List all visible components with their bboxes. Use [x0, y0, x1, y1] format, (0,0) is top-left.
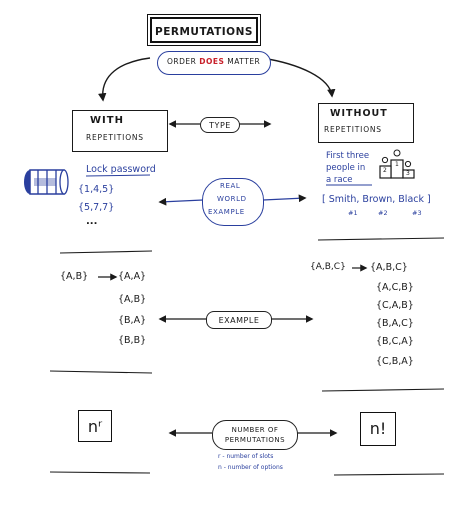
right-result-5: {B,C,A}: [376, 336, 414, 347]
race-rank-2: #2: [378, 209, 388, 217]
divider-right-1: [317, 237, 445, 241]
left-result-1: {A,A}: [118, 271, 147, 282]
subtitle-post: MATTER: [227, 57, 261, 66]
legend-n: n - number of options: [218, 464, 283, 471]
right-input-set: {A,B,C}: [310, 262, 346, 272]
left-example-line-3: ...: [86, 216, 98, 227]
with-repetitions-box: [72, 110, 168, 152]
left-header-2: REPETITIONS: [86, 133, 144, 142]
podium-number-2: 2: [383, 167, 387, 174]
subtitle-oval: [157, 51, 271, 75]
real-world-2: WORLD: [217, 195, 247, 203]
race-rank-1: #1: [348, 209, 358, 217]
count-tag-line-1: NUMBER OF: [231, 426, 279, 434]
example-tag-label: EXAMPLE: [218, 316, 260, 325]
lock-icon: [24, 169, 69, 195]
real-world-1: REAL: [220, 182, 241, 190]
title-box: PERMUTATIONS: [147, 14, 261, 46]
page-title: PERMUTATIONS: [155, 26, 253, 38]
podium-number-1: 1: [395, 161, 399, 168]
race-names: [ Smith, Brown, Black ]: [322, 194, 431, 205]
right-result-6: {C,B,A}: [376, 356, 414, 367]
left-result-2: {A,B}: [118, 294, 147, 305]
count-tag: NUMBER OF PERMUTATIONS: [212, 420, 298, 450]
race-label-1: First three: [326, 151, 370, 161]
example-tag: EXAMPLE: [206, 311, 272, 329]
left-input-set: {A,B}: [60, 271, 89, 282]
left-header-1: WITH: [90, 115, 124, 126]
left-formula: nʳ: [87, 417, 103, 436]
branch-arrow-right: [261, 57, 336, 98]
right-formula: n!: [369, 419, 387, 438]
left-formula-box: nʳ: [78, 410, 112, 442]
left-result-3: {B,A}: [118, 315, 147, 326]
left-example-line-1: {1,4,5}: [78, 184, 115, 195]
divider-left-2: [49, 370, 153, 374]
lock-password-label: Lock password: [86, 164, 156, 175]
lock-password-underline: [85, 174, 151, 177]
divider-left-1: [59, 250, 153, 254]
race-label-2: people in: [326, 163, 366, 173]
legend-r: r - number of slots: [218, 453, 274, 460]
subtitle-pre: ORDER: [167, 57, 197, 66]
real-world-arrow-right: [262, 194, 307, 203]
type-tag-label: TYPE: [209, 121, 231, 130]
right-result-3: {C,A,B}: [376, 300, 414, 311]
race-rank-3: #3: [412, 209, 422, 217]
race-label-3: a race: [326, 175, 353, 185]
podium-icon: [379, 149, 415, 179]
right-result-4: {B,A,C}: [376, 318, 414, 329]
right-header-1: WITHOUT: [330, 108, 388, 119]
right-result-2: {A,C,B}: [376, 282, 414, 293]
type-tag: TYPE: [200, 117, 240, 133]
real-world-3: EXAMPLE: [208, 208, 245, 216]
count-tag-line-2: PERMUTATIONS: [224, 436, 286, 444]
divider-left-3: [49, 471, 151, 474]
divider-right-2: [321, 388, 445, 392]
podium-number-3: 3: [406, 170, 410, 177]
right-formula-box: n!: [360, 412, 396, 446]
left-result-4: {B,B}: [118, 335, 147, 346]
right-header-2: REPETITIONS: [324, 125, 382, 134]
subtitle-highlight: DOES: [199, 57, 225, 66]
divider-right-3: [333, 473, 445, 476]
real-world-arrow-left: [158, 197, 204, 206]
branch-arrow-left: [98, 57, 151, 102]
left-example-line-2: {5,7,7}: [78, 202, 115, 213]
subtitle: ORDER DOES MATTER: [167, 58, 260, 66]
without-repetitions-box: [318, 103, 414, 143]
real-world-example-oval: [202, 178, 264, 226]
right-result-1: {A,B,C}: [370, 262, 408, 273]
